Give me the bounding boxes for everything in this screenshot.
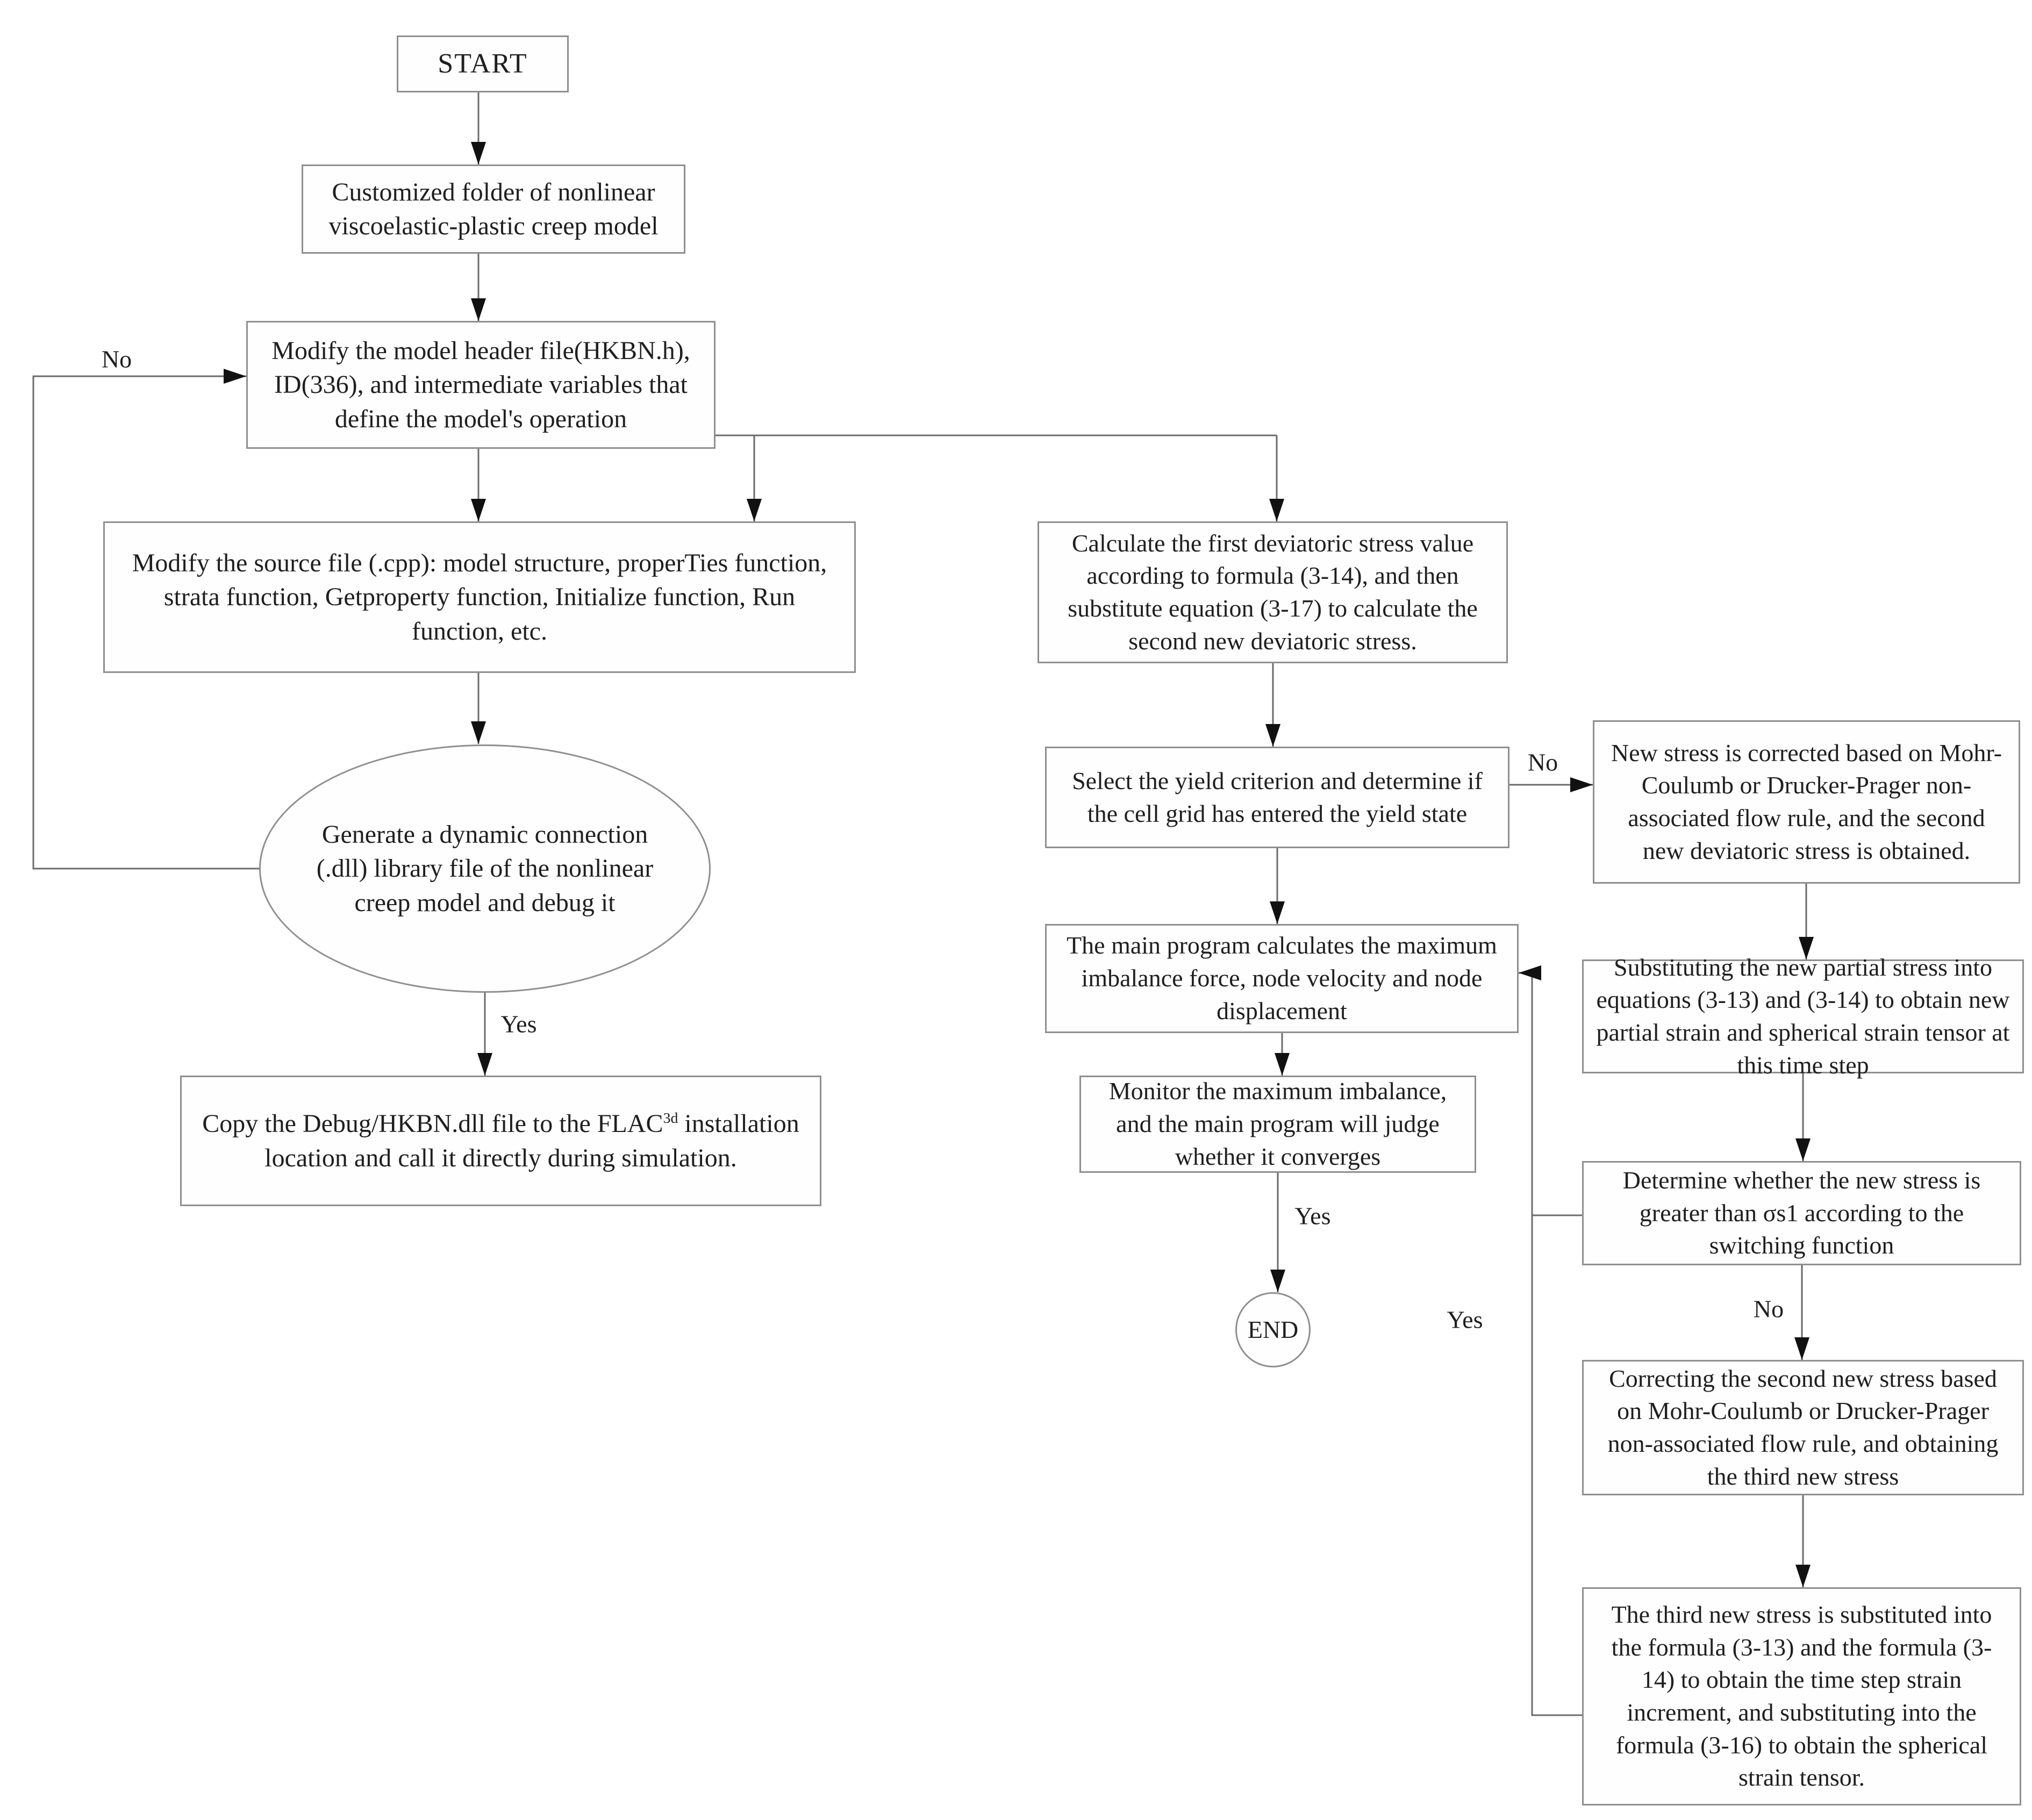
label-yield-no: No [1527, 748, 1558, 776]
node-new-stress-corrected: New stress is corrected based on Mohr-Co… [1593, 720, 2020, 884]
customized-folder-text: Customized folder of nonlinear viscoelas… [328, 177, 659, 240]
generate-dll-text: Generate a dynamic connection (.dll) lib… [316, 820, 654, 917]
node-customized-folder: Customized folder of nonlinear viscoelas… [302, 164, 685, 254]
node-select-yield: Select the yield criterion and determine… [1045, 747, 1509, 848]
start-label: START [438, 48, 528, 79]
edge-branch-header-right [716, 434, 1284, 521]
correcting-second-text: Correcting the second new stress based o… [1607, 1364, 1999, 1490]
main-program-text: The main program calculates the maximum … [1067, 932, 1497, 1024]
node-monitor-imbalance: Monitor the maximum imbalance, and the m… [1079, 1076, 1476, 1173]
node-modify-source: Modify the source file (.cpp): model str… [103, 521, 856, 673]
node-third-new-stress: The third new stress is substituted into… [1582, 1587, 2021, 1805]
modify-source-text: Modify the source file (.cpp): model str… [132, 548, 827, 646]
label-switch-no: No [1753, 1295, 1784, 1323]
flac3d-superscript: 3d [663, 1110, 678, 1127]
new-stress-corrected-text: New stress is corrected based on Mohr-Co… [1611, 739, 2002, 864]
modify-header-text: Modify the model header file(HKBN.h), ID… [271, 336, 690, 433]
node-substituting-partial: Substituting the new partial stress into… [1582, 954, 2024, 1079]
node-modify-header: Modify the model header file(HKBN.h), ID… [246, 321, 716, 449]
copy-dll-text-post: installation location and call it direct… [264, 1109, 799, 1172]
determine-switching-text: Determine whether the new stress is grea… [1622, 1166, 1981, 1259]
edge-no-loop [32, 369, 259, 870]
node-start: START [397, 35, 569, 92]
copy-dll-text: Copy the Debug/HKBN.dll file to the FLAC… [194, 1107, 808, 1175]
calc-first-deviatoric-text: Calculate the first deviatoric stress va… [1068, 529, 1478, 655]
label-converge-yes: Yes [1294, 1202, 1331, 1230]
node-main-program: The main program calculates the maximum … [1045, 924, 1519, 1033]
copy-dll-text-pre: Copy the Debug/HKBN.dll file to the FLAC [202, 1109, 663, 1138]
node-end: END [1235, 1292, 1311, 1367]
edge-feedback-to-main [1519, 965, 1582, 1716]
monitor-imbalance-text: Monitor the maximum imbalance, and the m… [1108, 1077, 1447, 1170]
select-yield-text: Select the yield criterion and determine… [1072, 766, 1483, 827]
node-copy-dll: Copy the Debug/HKBN.dll file to the FLAC… [180, 1076, 821, 1206]
node-determine-switching: Determine whether the new stress is grea… [1582, 1161, 2021, 1265]
label-feedback-yes: Yes [1447, 1306, 1483, 1334]
node-correcting-second: Correcting the second new stress based o… [1582, 1360, 2024, 1495]
node-generate-dll-ellipse: Generate a dynamic connection (.dll) lib… [259, 744, 711, 993]
third-new-stress-text: The third new stress is substituted into… [1611, 1600, 1992, 1792]
end-label: END [1247, 1315, 1299, 1343]
node-calc-first-deviatoric: Calculate the first deviatoric stress va… [1038, 521, 1508, 663]
substituting-partial-text: Substituting the new partial stress into… [1596, 953, 2010, 1079]
label-dll-yes: Yes [500, 1010, 537, 1038]
label-loop-no: No [101, 345, 132, 373]
